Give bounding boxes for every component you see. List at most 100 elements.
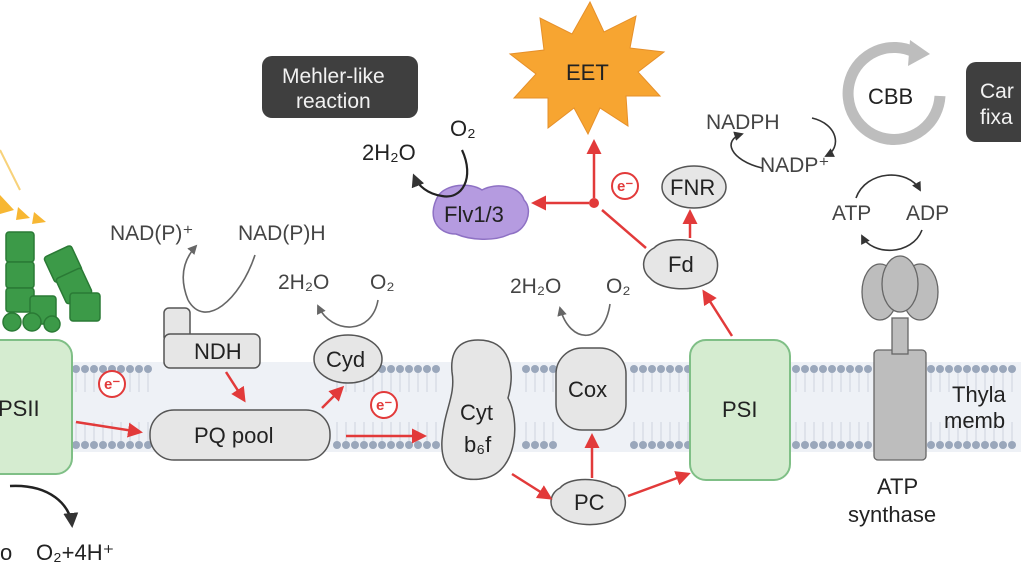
lipid-head <box>126 365 134 373</box>
flv-label: Flv1/3 <box>444 202 504 227</box>
cox-o2-label: O₂ <box>606 275 631 298</box>
lipid-head <box>108 441 116 449</box>
psii-to-pq-arrow <box>75 420 143 438</box>
lipid-head <box>630 365 638 373</box>
lipid-head <box>540 441 548 449</box>
lipid-head <box>90 365 98 373</box>
lipid-head <box>954 365 962 373</box>
lipid-head <box>72 441 80 449</box>
cyd-reaction-arrow <box>317 299 379 328</box>
lipid-head <box>999 441 1007 449</box>
nadp-reduction-arrow <box>730 131 763 169</box>
lipid-head <box>972 365 980 373</box>
ndh-label: NDH <box>194 339 242 364</box>
lipid-head <box>846 441 854 449</box>
lipid-head <box>945 441 953 449</box>
lipid-head <box>351 441 359 449</box>
cyd-label: Cyd <box>326 347 365 372</box>
lipid-head <box>1008 365 1016 373</box>
psi-complex <box>689 339 791 481</box>
lipid-head <box>549 365 557 373</box>
cbb-label: CBB <box>868 84 913 109</box>
lipid-head <box>72 365 80 373</box>
water-splitting-arrow <box>9 484 79 528</box>
psi-label: PSI <box>722 397 757 422</box>
ndh-complex <box>163 333 261 369</box>
nadph-left-label: NAD(P)H <box>238 222 326 245</box>
carbon-label-line2: fixa <box>980 106 1013 129</box>
lipid-head <box>675 441 683 449</box>
flv-h2o-label: 2H₂O <box>362 140 416 165</box>
lipid-head <box>981 365 989 373</box>
lipid-head <box>360 441 368 449</box>
lipid-head <box>405 441 413 449</box>
lipid-head <box>531 365 539 373</box>
electron-badge-2: e⁻ <box>370 391 398 419</box>
phycobilisome-antenna-icon <box>2 231 101 333</box>
carbon-label-line1: Car <box>980 80 1014 103</box>
lipid-head <box>432 365 440 373</box>
cox-reaction-arrow <box>557 303 611 336</box>
lipid-head <box>990 365 998 373</box>
electron-badge-1: e⁻ <box>98 370 126 398</box>
lipid-head <box>423 365 431 373</box>
lipid-head <box>144 365 152 373</box>
lipid-head <box>999 365 1007 373</box>
lipid-head <box>675 365 683 373</box>
lipid-head <box>630 441 638 449</box>
lipid-head <box>540 365 548 373</box>
lipid-head <box>936 441 944 449</box>
nadp-label: NADP⁺ <box>760 154 829 177</box>
psii-label: PSII <box>0 396 40 421</box>
nadph-consumption-arrow <box>811 117 837 157</box>
lipid-head <box>144 441 152 449</box>
nadp-plus-label: NAD(P)⁺ <box>110 222 193 245</box>
lipid-head <box>378 441 386 449</box>
lipid-head <box>828 365 836 373</box>
lipid-head <box>927 441 935 449</box>
fnr-label: FNR <box>670 175 715 200</box>
lipid-head <box>1008 441 1016 449</box>
lipid-head <box>387 441 395 449</box>
pq-to-cyd-arrow <box>321 385 345 409</box>
pq-pool-label: PQ pool <box>194 423 274 448</box>
atp-synthase-label-line2: synthase <box>848 502 936 527</box>
lipid-head <box>963 365 971 373</box>
cox-complex <box>555 347 627 431</box>
adp-to-atp-arrow <box>861 229 923 252</box>
lipid-head <box>801 365 809 373</box>
lipid-head <box>648 441 656 449</box>
lipid-head <box>864 441 872 449</box>
fnr-complex <box>661 165 727 209</box>
fd-carrier <box>642 239 719 290</box>
branch-point-icon <box>589 198 599 208</box>
cyt-label-line2: b₆f <box>464 432 492 457</box>
mehler-reaction-box <box>262 56 418 118</box>
lipid-head <box>396 365 404 373</box>
lipid-head <box>423 441 431 449</box>
lipid-head <box>792 365 800 373</box>
thylakoid-label-line2: memb <box>944 408 1005 433</box>
pc-label: PC <box>574 490 605 515</box>
lipid-head <box>81 441 89 449</box>
lipid-head <box>666 441 674 449</box>
lipid-head <box>639 365 647 373</box>
mehler-label-line1: Mehler-like <box>282 65 385 88</box>
carbon-fixation-box <box>966 62 1021 142</box>
atp-synthase-label-line1: ATP <box>877 474 918 499</box>
ndh-nadph-arrow <box>182 244 198 301</box>
lipid-head <box>963 441 971 449</box>
lipid-head <box>927 365 935 373</box>
lipid-head <box>369 441 377 449</box>
cox-label: Cox <box>568 377 607 402</box>
lipid-head <box>117 365 125 373</box>
lipid-head <box>666 365 674 373</box>
lipid-head <box>792 441 800 449</box>
lipid-head <box>135 365 143 373</box>
lipid-head <box>810 441 818 449</box>
fd-label: Fd <box>668 252 694 277</box>
atp-to-adp-arrow <box>855 174 921 199</box>
psi-to-fd-arrow <box>702 289 734 337</box>
